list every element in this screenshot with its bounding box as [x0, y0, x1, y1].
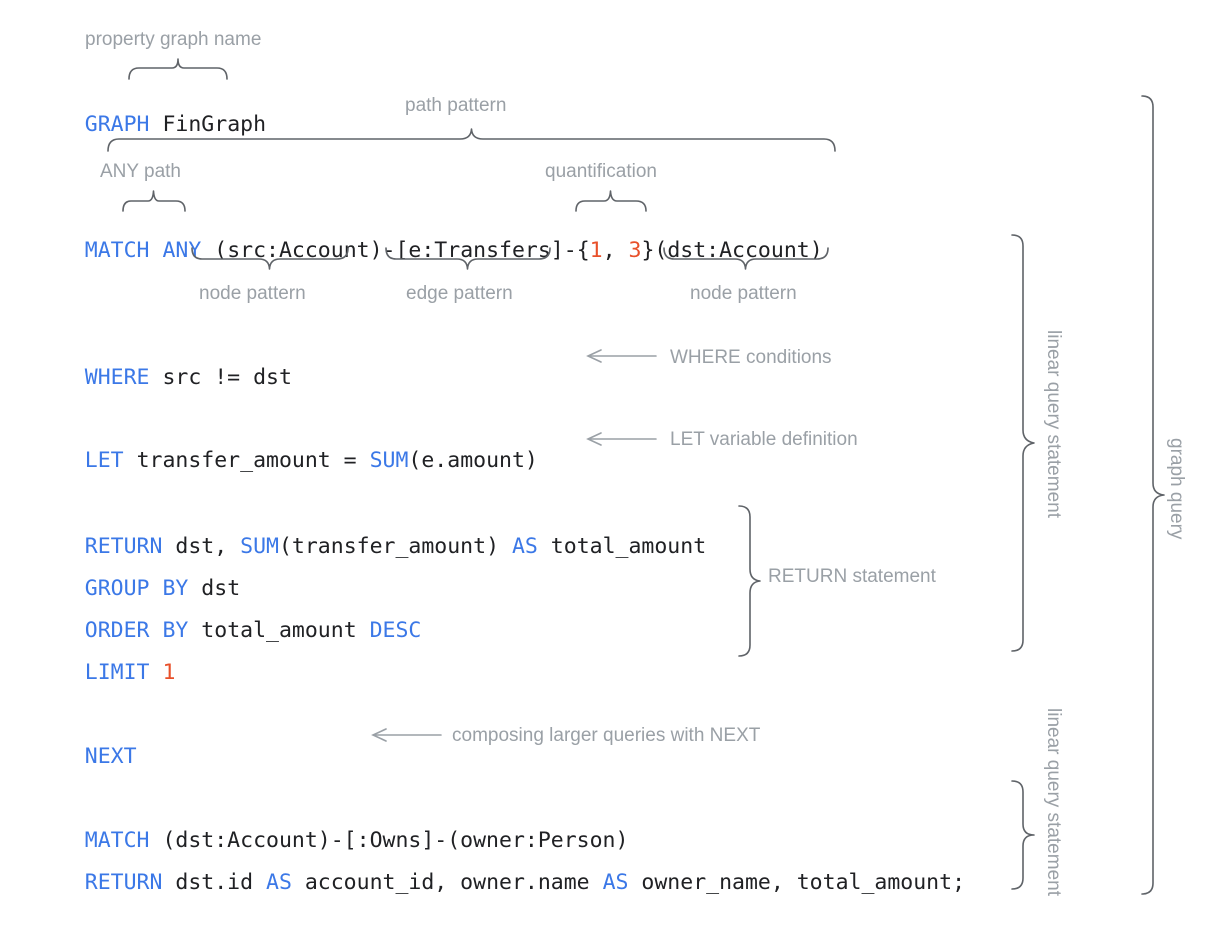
order-by-key: total_amount — [188, 617, 370, 643]
brace-graph-query — [1140, 95, 1166, 895]
label-linear-query-statement-1: linear query statement — [1043, 330, 1064, 518]
label-quantification: quantification — [545, 161, 657, 182]
return-alias: total_amount — [537, 533, 707, 559]
label-node-pattern-left: node pattern — [199, 283, 306, 304]
space — [150, 238, 163, 263]
label-return-statement: RETURN statement — [768, 566, 936, 587]
label-edge-pattern: edge pattern — [406, 283, 513, 304]
group-by-key: dst — [188, 575, 241, 601]
arrow-let-variable-definition — [585, 430, 657, 448]
space — [150, 576, 163, 601]
label-any-path: ANY path — [100, 161, 181, 182]
brace-edge-pattern — [385, 247, 551, 271]
return-sum-args: (transfer_amount) — [278, 533, 512, 559]
keyword-return: RETURN — [84, 869, 163, 895]
label-let-variable-definition: LET variable definition — [670, 429, 858, 450]
keyword-match: MATCH — [84, 827, 150, 853]
return2-item-1: dst.id — [162, 869, 267, 895]
label-path-pattern: path pattern — [405, 95, 507, 116]
quantifier-lower-bound: 1 — [589, 237, 603, 263]
brace-node-pattern-left — [191, 247, 349, 271]
function-sum: SUM — [369, 447, 409, 473]
code-line-where: WHERE src != dst — [33, 345, 292, 410]
keyword-match: MATCH — [84, 237, 150, 263]
return2-item-2: account_id, owner.name — [291, 869, 603, 895]
brace-linear-query-statement-1 — [1010, 234, 1036, 652]
keyword-as: AS — [511, 533, 538, 559]
space — [150, 660, 163, 685]
code-line-graph: GRAPH FinGraph — [33, 92, 266, 157]
keyword-as: AS — [602, 869, 629, 895]
pattern-tail: }(dst:Account) — [641, 237, 823, 263]
code-line-limit: LIMIT 1 — [33, 640, 176, 705]
let-assignment: transfer_amount = — [123, 447, 370, 473]
where-expression: src != dst — [149, 364, 292, 390]
keyword-return: RETURN — [84, 533, 163, 559]
match2-pattern: (dst:Account)-[:Owns]-(owner:Person) — [149, 827, 629, 853]
brace-linear-query-statement-2 — [1010, 780, 1036, 890]
arrow-where-conditions — [585, 347, 657, 365]
code-line-order-by: ORDER BY total_amount DESC — [33, 598, 422, 663]
keyword-where: WHERE — [84, 364, 150, 390]
function-sum: SUM — [240, 533, 279, 559]
return2-tail: owner_name, total_amount; — [628, 869, 966, 895]
keyword-group: GROUP — [84, 575, 150, 601]
keyword-let: LET — [84, 447, 124, 473]
brace-quantification — [575, 190, 647, 212]
keyword-by: BY — [162, 575, 189, 601]
code-line-match-2: MATCH (dst:Account)-[:Owns]-(owner:Perso… — [33, 808, 629, 873]
code-line-return: RETURN dst, SUM(transfer_amount) AS tota… — [33, 514, 706, 579]
limit-value: 1 — [162, 659, 176, 685]
brace-any-path — [122, 190, 186, 212]
space — [150, 618, 163, 643]
graph-name-fingraph: FinGraph — [162, 111, 267, 137]
code-line-return-2: RETURN dst.id AS account_id, owner.name … — [33, 850, 965, 915]
keyword-graph: GRAPH — [84, 111, 150, 137]
label-property-graph-name: property graph name — [85, 29, 262, 50]
keyword-limit: LIMIT — [84, 659, 150, 685]
label-composing-with-next: composing larger queries with NEXT — [452, 725, 761, 746]
label-graph-query: graph query — [1166, 438, 1187, 540]
let-args: (e.amount) — [408, 447, 538, 473]
pattern-head: (src:Account)-[e:Transfers]-{ — [201, 237, 590, 263]
code-line-next: NEXT — [33, 724, 137, 789]
label-node-pattern-right: node pattern — [690, 283, 797, 304]
quantifier-upper-bound: 3 — [628, 237, 642, 263]
keyword-any: ANY — [162, 237, 202, 263]
keyword-by: BY — [162, 617, 189, 643]
brace-property-graph-name — [128, 58, 228, 80]
keyword-order: ORDER — [84, 617, 150, 643]
keyword-as: AS — [266, 869, 292, 895]
keyword-next: NEXT — [84, 743, 137, 769]
brace-node-pattern-right — [663, 247, 829, 271]
arrow-composing-with-next — [370, 726, 442, 744]
code-line-let: LET transfer_amount = SUM(e.amount) — [33, 428, 538, 493]
quantifier-separator: , — [602, 237, 629, 263]
code-line-group-by: GROUP BY dst — [33, 556, 240, 621]
return-first-item: dst, — [162, 533, 241, 559]
keyword-desc: DESC — [369, 617, 422, 643]
brace-path-pattern — [107, 128, 836, 152]
label-where-conditions: WHERE conditions — [670, 347, 832, 368]
brace-return-statement — [738, 505, 762, 657]
label-linear-query-statement-2: linear query statement — [1043, 708, 1064, 896]
code-line-match: MATCH ANY (src:Account)-[e:Transfers]-{1… — [33, 218, 823, 283]
